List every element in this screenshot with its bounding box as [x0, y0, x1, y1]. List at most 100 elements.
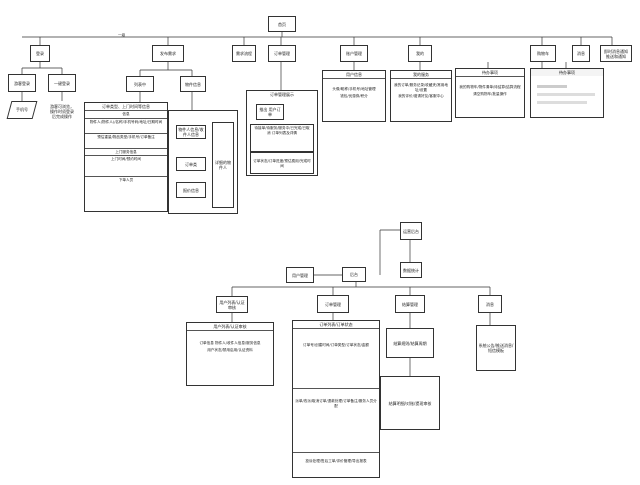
msg2-label: 消息: [486, 301, 494, 307]
msg-note-node: 即时消息通知 推送和通知: [600, 45, 632, 62]
dialog-info-node: 物件信息: [180, 76, 206, 92]
onekey-label: 一键登录: [54, 80, 70, 86]
personal-label: 我的: [416, 51, 424, 56]
onekey-node: 一键登录: [48, 74, 76, 92]
phone-label: 手机号: [16, 107, 28, 112]
visitor-note: 游客可浏览， 操作时须登录 后完成操作: [46, 101, 78, 121]
settle-box2: 结算明细/对账/提现审核: [380, 376, 440, 430]
publish-panel-text3: 上门时间/预约时间: [85, 155, 167, 176]
detail-b1-label: 物件人信息/收件人信息: [178, 127, 204, 137]
msg-box: 系统公告/推送消息/短信模板: [476, 325, 516, 371]
publish-panel: 订单类型、上门时间等信息 信息 物件人(物件人)/名称/手机号码/地址/日期时间…: [84, 102, 168, 212]
detail-side-label: 详细的物件人: [215, 160, 231, 170]
root-node: 首页: [268, 16, 296, 32]
visitor-note-text: 游客可浏览， 操作时须登录 后完成操作: [50, 103, 74, 119]
account-node: 账户管理: [340, 45, 368, 62]
account-panel-title: 用户信息: [323, 71, 385, 79]
visitor-node: 游客登录: [8, 74, 36, 92]
detail-b2: 订单类: [176, 157, 206, 171]
publish-panel-sub2: 上门服务信息: [85, 147, 167, 156]
cart-node: 购物车: [530, 45, 556, 62]
account-panel-text2: 钱包/优惠券/积分: [340, 93, 368, 98]
settle-node: 结算管理: [395, 295, 425, 313]
ops-node: 用户管理: [286, 267, 314, 283]
login-label: 登录: [36, 51, 44, 56]
publish-panel-btn: 下单人员: [85, 176, 167, 184]
flow-label: 需求流程: [236, 51, 252, 56]
personal-panel-text1: 我的订单/服务记录/收藏夹/常用地址/设置: [394, 83, 448, 92]
preview-bar-1: [537, 85, 567, 88]
cart-preview-title: 待办事项: [531, 69, 603, 76]
publish-panel-sub1: 信息: [85, 111, 167, 119]
detail-side: 详细的物件人: [212, 122, 234, 208]
data-node: 数据统计: [400, 262, 422, 278]
cart-panel-title: 待办事项: [456, 69, 524, 77]
hub-node: 后台: [342, 267, 366, 282]
msg2-node: 消息: [478, 295, 502, 313]
order-mgmt2-label: 订单管理: [325, 301, 341, 307]
detail-b3: 报价信息: [176, 182, 206, 198]
phone-node: 手机号: [6, 101, 38, 119]
order-text2-box: 订单状态/订单进度/预估费用/完成时间: [250, 152, 314, 174]
personal-panel-text2: 我的评价/邀请好友/客服中心: [398, 94, 444, 99]
msg-node: 消息: [572, 45, 590, 62]
msg-label: 消息: [577, 51, 585, 56]
ops-panel: 用户列表/认证审核 订单信息 物件人/收件人信息/服务信息 用户状态/禁用启用/…: [186, 322, 274, 386]
ord-panel-title: 订单列表/订单状态: [293, 321, 379, 329]
ops-label: 用户管理: [292, 272, 308, 278]
cart-panel: 待办事项 我的购物车/物件清单/待结算/结算流程 清空购物车/批量操作: [455, 68, 525, 118]
settle-label: 结算管理: [402, 301, 418, 307]
ops-panel-text2: 用户状态/禁用启用/认证资料: [207, 347, 253, 352]
root-label: 首页: [278, 21, 286, 27]
list-node: 列表中: [126, 76, 154, 92]
preview-bar-3: [537, 101, 587, 104]
list-label: 列表中: [134, 81, 146, 87]
publish-label: 发布需求: [160, 51, 176, 56]
ops-panel-text1: 订单信息 物件人/收件人信息/服务信息: [199, 341, 261, 345]
order-box: 推出 用户订单: [256, 104, 284, 120]
visitor-label: 游客登录: [14, 80, 30, 86]
settle-box2-label: 结算明细/对账/提现审核: [388, 400, 432, 406]
personal-node: 我的: [408, 45, 432, 62]
order-panel-title: 订单管理展示: [270, 92, 294, 97]
msg-box-label: 系统公告/推送消息/短信模板: [478, 343, 514, 353]
ops-panel-title: 用户列表/认证审核: [187, 323, 273, 331]
order-box-label: 推出 用户订单: [259, 107, 281, 117]
personal-panel: 我的服务 我的订单/服务记录/收藏夹/常用地址/设置 我的评价/邀请好友/客服中…: [390, 70, 452, 122]
settle-box1: 结算规则/结算周期: [386, 328, 434, 358]
hub-label: 后台: [350, 272, 358, 277]
dialog-info-label: 物件信息: [185, 81, 201, 87]
account-label: 账户管理: [346, 51, 362, 56]
publish-panel-title: 订单类型、上门时间等信息: [85, 103, 167, 111]
publish-node: 发布需求: [152, 45, 184, 62]
cart-label: 购物车: [537, 51, 549, 56]
personal-panel-title: 我的服务: [391, 71, 451, 79]
account-panel: 用户信息 头像/昵称/手机号/地址管理 钱包/优惠券/积分: [322, 70, 386, 122]
flow-node: 需求流程: [232, 45, 256, 62]
order-mgmt2-node: 订单管理: [317, 295, 349, 313]
cart-panel-text1: 我的购物车/物件清单/待结算/结算流程: [459, 85, 521, 89]
cart-panel-text2: 清空购物车/批量操作: [473, 91, 507, 96]
ord-panel-text3: 投诉处理/售后工单/评价管理/导出报表: [293, 452, 379, 465]
login2-node: 运营后台: [400, 222, 422, 240]
ops-sub-label: 用户列表/认证审核: [219, 299, 245, 310]
order-text1: 待接单/待服务/服务中/已完成/已取消 订单列表及详情: [254, 126, 310, 135]
msg-note-text: 即时消息通知 推送和通知: [604, 48, 628, 59]
account-panel-text1: 头像/昵称/手机号/地址管理: [332, 87, 376, 91]
detail-b2-label: 订单类: [185, 161, 197, 167]
ord-panel: 订单列表/订单状态 订单号/创建时间/订单类型/订单状态/金额 派单/改派/取消…: [292, 320, 380, 478]
publish-panel-text1: 物件人(物件人)/名称/手机号码/地址/日期时间: [89, 119, 163, 124]
preview-bar-2: [537, 93, 595, 96]
detail-b3-label: 报价信息: [183, 187, 199, 193]
ord-panel-text1: 订单号/创建时间/订单类型/订单状态/金额: [303, 343, 369, 347]
order-mgmt-label: 订单管理: [274, 51, 290, 56]
data-label: 数据统计: [403, 267, 419, 273]
detail-b1: 物件人信息/收件人信息: [176, 125, 206, 139]
login-node: 登录: [30, 45, 50, 62]
settle-box1-label: 结算规则/结算周期: [393, 340, 427, 346]
line-note: 一级: [118, 33, 126, 37]
cart-preview: 待办事项: [530, 68, 604, 118]
ops-sub-node: 用户列表/认证审核: [216, 296, 248, 313]
